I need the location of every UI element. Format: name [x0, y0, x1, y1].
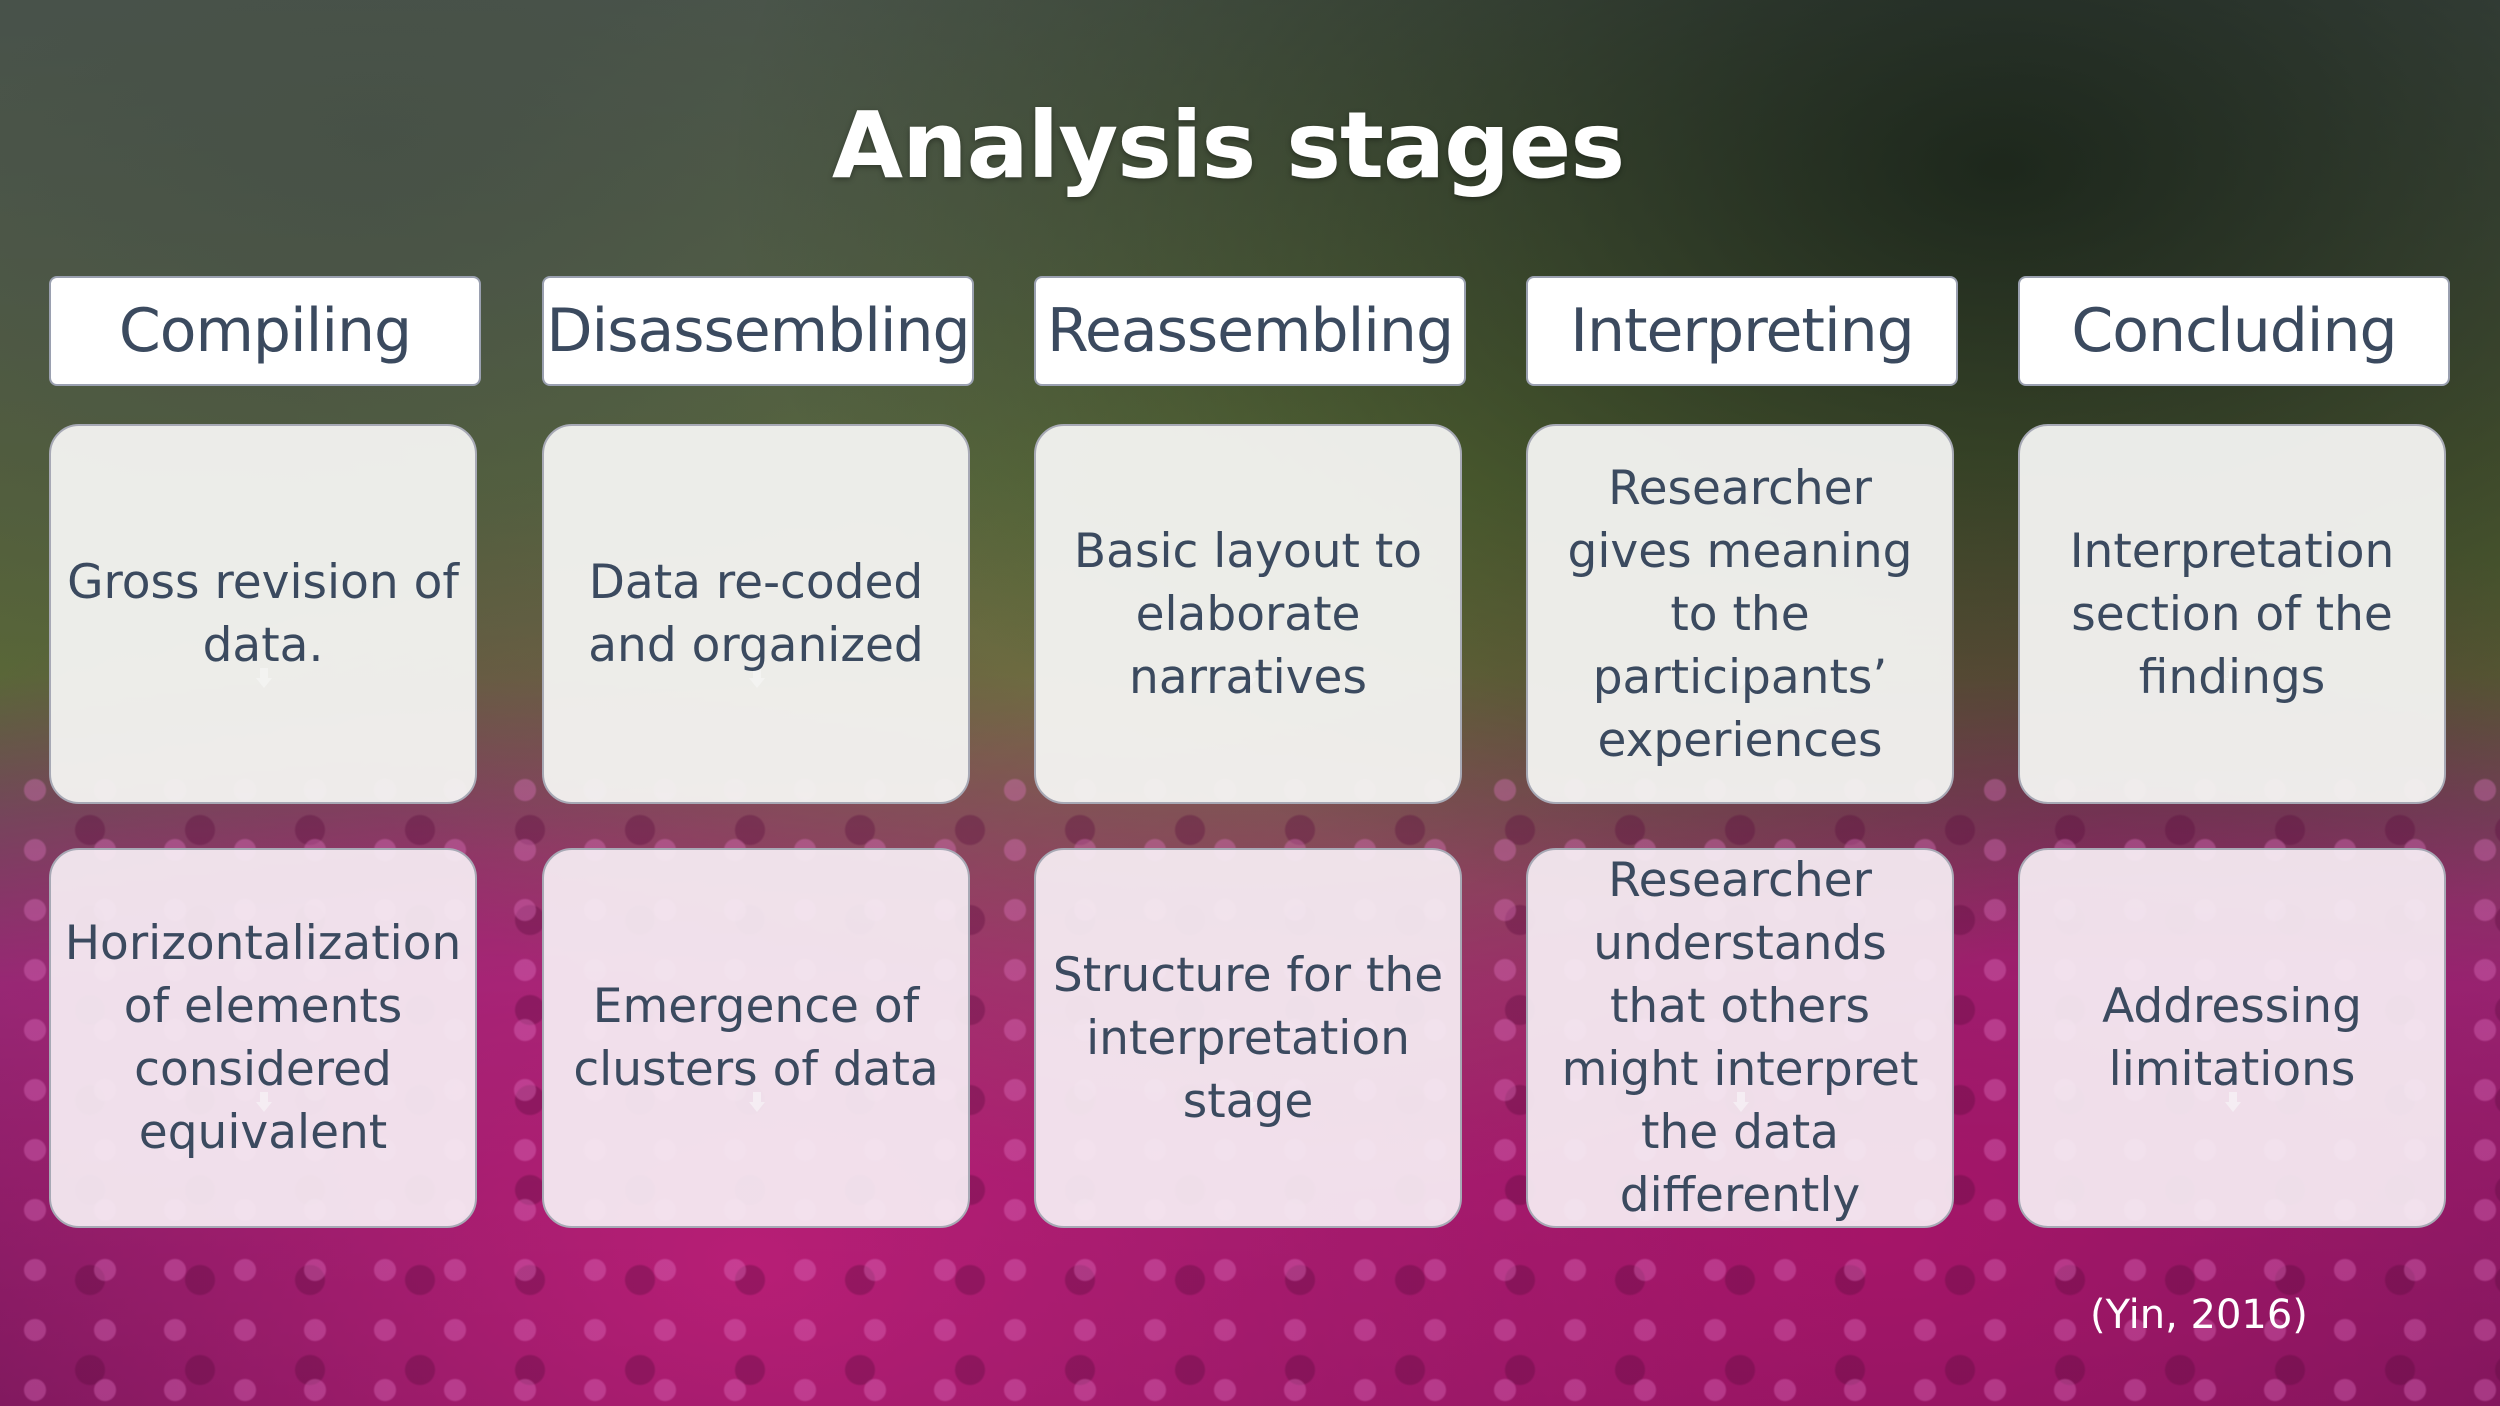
- stage-description-card: Basic layout to elaborate narratives: [1034, 424, 1462, 804]
- stage-description-card: Researcher gives meaning to the particip…: [1526, 424, 1954, 804]
- stage-detail-card: Addressing limitations: [2018, 848, 2446, 1228]
- stage-detail-card: Researcher understands that others might…: [1526, 848, 1954, 1228]
- stage-detail-card: Structure for the interpretation stage: [1034, 848, 1462, 1228]
- stage-header: Compiling: [49, 276, 481, 386]
- stage-description-card: Gross revision of data.: [49, 424, 477, 804]
- stage-header: Disassembling: [542, 276, 974, 386]
- stage-description-card: Data re-coded and organized: [542, 424, 970, 804]
- stage-header: Concluding: [2018, 276, 2450, 386]
- stage-detail-card: Emergence of clusters of data: [542, 848, 970, 1228]
- stage-description-card: Interpretation section of the findings: [2018, 424, 2446, 804]
- citation: (Yin, 2016): [2090, 1292, 2308, 1338]
- slide-title: Analysis stages: [831, 92, 1625, 199]
- stage-header: Interpreting: [1526, 276, 1958, 386]
- stage-header: Reassembling: [1034, 276, 1466, 386]
- stage-detail-card: Horizontalization of elements considered…: [49, 848, 477, 1228]
